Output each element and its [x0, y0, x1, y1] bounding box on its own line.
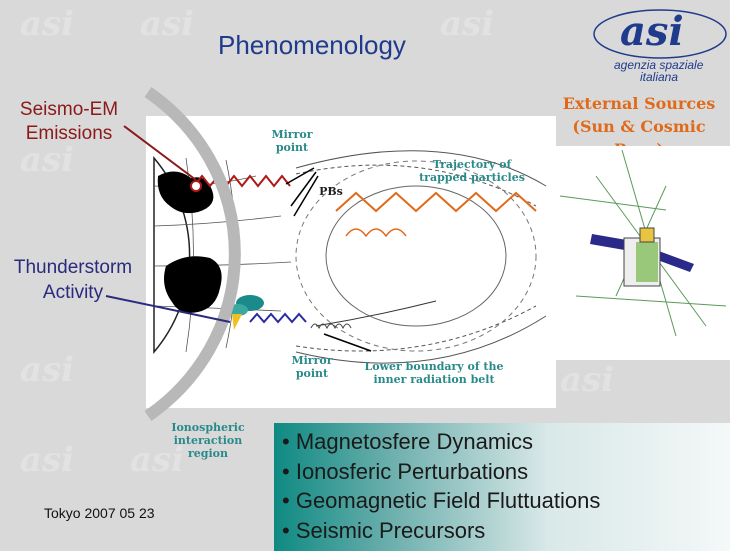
seismo-pointer	[123, 125, 197, 181]
seismo-em-label: Seismo-EM Emissions	[14, 98, 124, 146]
watermark-mark: asi	[20, 350, 75, 390]
thunder-line2: Activity	[42, 282, 104, 303]
trajectory-line1: Trajectory of	[432, 158, 512, 171]
mirror-point-bottom-label: Mirror point	[282, 354, 342, 380]
magnetosphere-figure	[153, 150, 547, 364]
pbs-label: PBs	[319, 185, 343, 198]
list-item: Ionosferic Perturbations	[282, 457, 730, 487]
thunder-line1: Thunderstorm	[13, 257, 133, 278]
seismo-line2: Emissions	[25, 123, 113, 144]
thunderstorm-label: Thunderstorm Activity	[6, 255, 140, 305]
mirror-top-line1: Mirror	[271, 128, 313, 141]
asi-logo: asi agenzia spaziale italiana	[592, 2, 728, 84]
slide-title: Phenomenology	[218, 30, 406, 60]
logo-text-line2: italiana	[640, 70, 679, 84]
mirror-point-top-label: Mirror point	[262, 128, 322, 154]
watermark-mark: asi	[560, 360, 615, 400]
watermark-mark: asi	[440, 4, 495, 44]
list-item: Magnetosfere Dynamics	[282, 427, 730, 457]
satellite-figure	[559, 149, 727, 337]
trajectory-line2: trapped particles	[419, 171, 525, 184]
lower-boundary-label: Lower boundary of the inner radiation be…	[364, 360, 504, 386]
lower-line2: inner radiation belt	[373, 373, 495, 386]
watermark-mark: asi	[20, 4, 75, 44]
phenomena-list: Magnetosfere Dynamics Ionosferic Perturb…	[274, 423, 730, 551]
trajectory-label: Trajectory of trapped particles	[412, 158, 532, 184]
watermark-mark: asi	[20, 140, 75, 180]
lower-line1: Lower boundary of the	[364, 360, 504, 373]
iono-line1: Ionospheric	[171, 421, 245, 434]
watermark-mark: asi	[130, 440, 185, 480]
slide-date: Tokyo 2007 05 23	[44, 505, 155, 521]
list-item: Geomagnetic Field Fluttuations	[282, 486, 730, 516]
logo-text-line1: agenzia spaziale	[614, 58, 704, 72]
logo-mark: asi	[620, 8, 684, 55]
external-line1: External Sources	[562, 94, 716, 113]
list-item: Seismic Precursors	[282, 516, 730, 546]
mirror-bottom-line1: Mirror	[291, 354, 333, 367]
seismo-line1: Seismo-EM	[19, 99, 119, 120]
satellite-panel	[556, 146, 730, 360]
ionospheric-label: Ionospheric interaction region	[152, 421, 264, 460]
mirror-top-line2: point	[275, 141, 309, 154]
mirror-bottom-line2: point	[295, 367, 329, 380]
iono-line2: interaction region	[173, 434, 243, 460]
watermark-mark: asi	[20, 440, 75, 480]
continent-shape	[164, 256, 222, 313]
thunder-pointer	[105, 295, 231, 323]
watermark-mark: asi	[140, 4, 195, 44]
ionosphere-ring	[144, 87, 241, 421]
